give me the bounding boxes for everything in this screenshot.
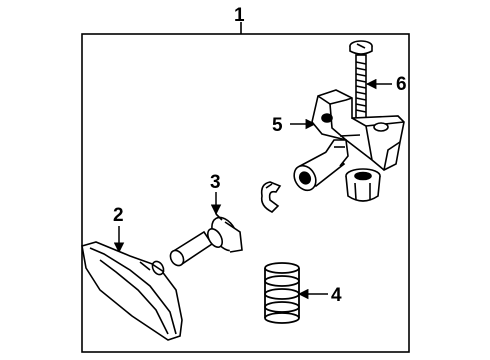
callout-5: 5 xyxy=(272,115,283,136)
bulb-socket xyxy=(169,213,243,267)
adjuster-screw xyxy=(349,40,373,128)
socket-adapter xyxy=(293,139,349,192)
callout-1: 1 xyxy=(234,5,245,26)
mounting-bracket xyxy=(311,89,405,171)
clip-nut xyxy=(345,168,381,202)
callout-2: 2 xyxy=(113,205,124,226)
callout-4: 4 xyxy=(331,285,342,306)
coil-spring xyxy=(264,262,300,324)
callout-6: 6 xyxy=(396,74,407,95)
assembly-outline xyxy=(81,33,410,353)
retaining-clip xyxy=(260,181,282,213)
lens-housing xyxy=(81,241,183,341)
callout-3: 3 xyxy=(210,172,221,193)
